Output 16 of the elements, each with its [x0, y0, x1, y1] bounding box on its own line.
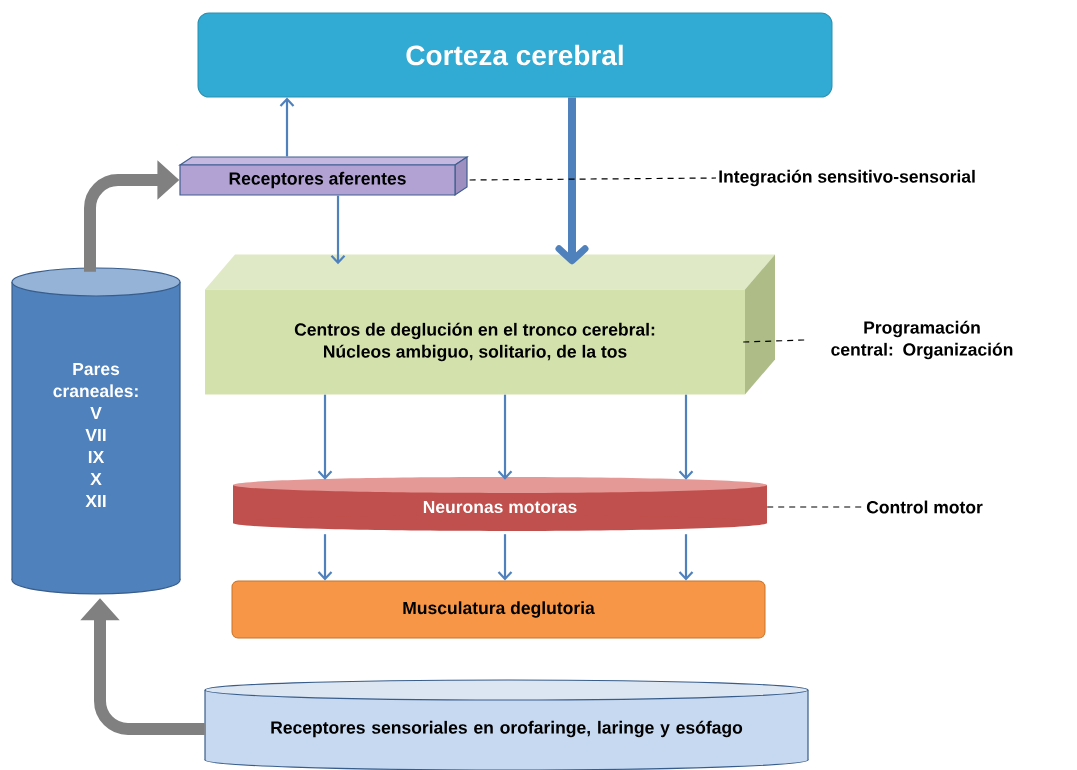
arrow [317, 394, 333, 480]
side-label: Programación central: Organización [831, 320, 1013, 360]
prism-box: Centros de deglución en el tronco cerebral: Núcleos ambiguo, solitario, de la tos [205, 254, 775, 395]
process-box: Musculatura deglutoria [231, 580, 766, 639]
process-box: Corteza cerebral [197, 12, 833, 98]
arrow [678, 534, 694, 581]
leader-line [469, 177, 717, 181]
arrow [317, 534, 333, 581]
arrow [497, 394, 513, 480]
side-label: Control motor [866, 500, 983, 514]
side-label: Integración sensitivo-sensorial [719, 169, 975, 187]
arrow [497, 534, 513, 581]
leader-line [742, 339, 806, 343]
arrow [279, 97, 295, 157]
arrow [678, 394, 694, 480]
arrow [330, 195, 346, 265]
